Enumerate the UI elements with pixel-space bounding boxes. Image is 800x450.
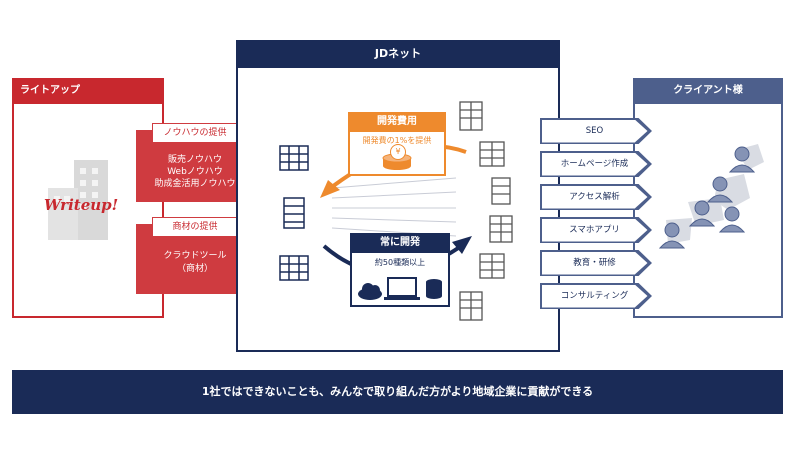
service-consulting: コンサルティング <box>540 283 652 309</box>
building-icon <box>491 177 511 205</box>
building-icon <box>279 145 309 171</box>
continuous-dev-title: 常に開発 <box>350 233 450 253</box>
member-company-buildings <box>279 145 309 281</box>
service-label: 教育・研修 <box>541 251 648 275</box>
laptop-icon <box>384 277 420 300</box>
building-icon <box>283 197 305 229</box>
service-seo: SEO <box>540 118 652 144</box>
building-icon <box>489 215 513 243</box>
dev-illustration <box>358 277 442 300</box>
product-line-2: （商材） <box>176 264 213 274</box>
person-icon <box>658 222 686 249</box>
service-label: スマホアプリ <box>541 218 648 242</box>
service-homepage: ホームページ作成 <box>540 151 652 177</box>
dev-cost-title: 開発費用 <box>348 112 446 132</box>
member-company-buildings-right <box>459 101 513 321</box>
building-icon <box>279 255 309 281</box>
person-icon <box>728 146 756 173</box>
service-label: ホームページ作成 <box>541 152 648 176</box>
product-label: 商材の提供 <box>152 217 238 237</box>
service-training: 教育・研修 <box>540 250 652 276</box>
clients-panel-title: クライアント様 <box>633 78 783 104</box>
writeup-panel-title: ライトアップ <box>12 78 164 104</box>
writeup-logo: Writeup! <box>44 196 119 214</box>
service-label: コンサルティング <box>541 284 648 308</box>
person-icon <box>706 176 734 203</box>
jdnet-panel-title: JDネット <box>236 40 560 68</box>
dev-cost-subtitle: 開発費の1%を提供 <box>362 136 432 145</box>
knowhow-label: ノウハウの提供 <box>152 123 238 143</box>
writeup-building-icon <box>48 160 108 240</box>
yen-coin-icon: ¥ <box>390 144 406 160</box>
service-label: SEO <box>541 119 648 143</box>
service-label: アクセス解析 <box>541 185 648 209</box>
japan-map-icon <box>658 144 764 249</box>
database-icon <box>426 279 442 299</box>
building-icon <box>459 101 483 131</box>
cloud-icon <box>358 283 382 300</box>
person-icon <box>688 200 716 227</box>
service-app: スマホアプリ <box>540 217 652 243</box>
building-icon <box>479 141 505 167</box>
knowhow-line-3: 助成金活用ノウハウ <box>154 179 236 189</box>
building-icon <box>459 291 483 321</box>
product-line-1: クラウドツール <box>163 251 227 261</box>
knowhow-line-2: Webノウハウ <box>167 167 223 177</box>
knowhow-line-1: 販売ノウハウ <box>167 155 222 165</box>
cost-flow-arrowhead <box>320 180 340 198</box>
mission-banner: 1社ではできないことも、みんなで取り組んだ方がより地域企業に貢献ができる <box>12 370 783 414</box>
building-icon <box>479 253 505 279</box>
dev-flow-arrowhead <box>452 236 472 254</box>
continuous-dev-subtitle: 約50種類以上 <box>374 258 426 267</box>
person-icon <box>718 206 746 233</box>
service-analytics: アクセス解析 <box>540 184 652 210</box>
